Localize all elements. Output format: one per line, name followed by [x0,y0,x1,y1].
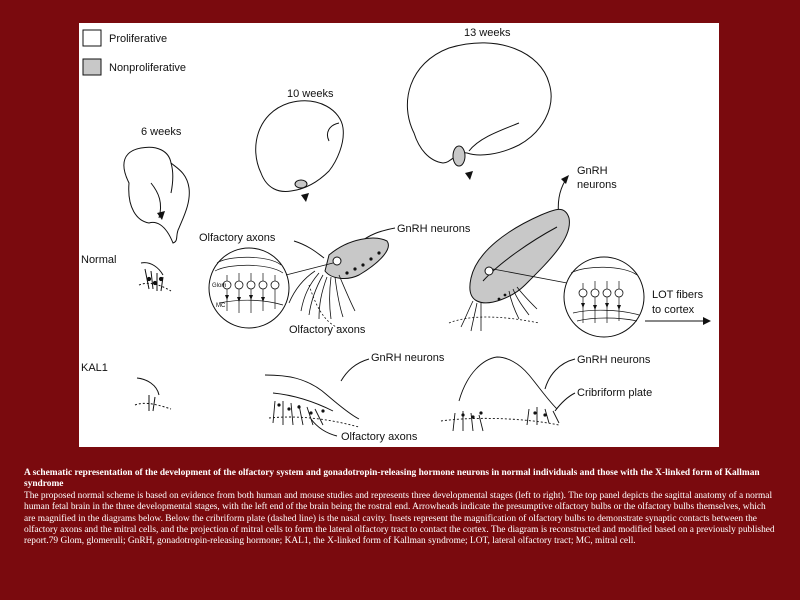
normal-13-weeks-inner-line [482,226,558,282]
legend: Proliferative Nonproliferative [82,29,186,76]
arrowhead-13-weeks [465,171,473,180]
kal1-10-weeks-dots [277,403,325,415]
stage-label-13-weeks: 13 weeks [464,27,511,39]
caption-title: A schematic representation of the develo… [24,468,760,490]
arrowhead-6-weeks [157,211,165,220]
inset-left-connector [285,262,334,276]
normal-10-weeks-bulb-marker [332,256,342,266]
arrowhead-10-weeks [301,193,309,202]
row-label-kal1: KAL1 [81,362,108,374]
label-gnrh-neurons-right-line2: neurons [577,179,617,191]
caption-body: The proposed normal scheme is based on e… [24,490,775,547]
brain-10-weeks [255,100,344,192]
olfactory-development-diagram: Proliferative Nonproliferative 6 weeks 1… [81,27,711,443]
pointer-kal-gnrh-neurons-mid [340,358,370,382]
legend-swatch-proliferative [82,29,102,47]
label-mc: MC [216,303,226,309]
figure-panel: Proliferative Nonproliferative 6 weeks 1… [79,23,719,447]
kal1-6-weeks-bulb [134,377,172,412]
label-lot-fibers-line1: LOT fibers [652,289,704,301]
label-kal-gnrh-neurons-mid: GnRH neurons [371,352,445,364]
pointer-cribriform-plate [554,392,576,412]
inset-left: Glom MC [208,247,290,329]
legend-label-proliferative: Proliferative [109,33,167,45]
pointer-kal-gnrh-neurons-right [544,358,576,390]
legend-swatch-nonproliferative [82,58,102,76]
normal-6-weeks-bulb [138,262,172,292]
label-gnrh-neurons-right-line1: GnRH [577,165,608,177]
label-cribriform-plate: Cribriform plate [577,387,652,399]
kal1-13-weeks [440,356,560,432]
label-kal-olfactory-axons: Olfactory axons [341,431,418,443]
label-olfactory-axons-mid: Olfactory axons [289,324,366,336]
pointer-olfactory-axons-top [293,240,325,259]
normal-10-weeks-axons [288,270,356,330]
olfactory-bulb-13-weeks [452,145,466,167]
legend-label-nonproliferative: Nonproliferative [109,62,186,74]
stage-label-6-weeks: 6 weeks [141,126,182,138]
brain-13-weeks [406,42,552,164]
arrowhead-lot-fibers [703,317,711,325]
olfactory-bulb-10-weeks [294,179,308,189]
label-gnrh-neurons-top: GnRH neurons [397,223,471,235]
pointer-kal-olfactory-axons [310,418,338,437]
inset-right [563,256,645,338]
inset-right-connector [492,268,568,284]
normal-13-weeks-marker [484,266,494,276]
normal-10-weeks-gnrh-dots [345,251,381,275]
stage-label-10-weeks: 10 weeks [287,88,334,100]
normal-13-weeks-dots [497,293,507,301]
normal-10-weeks-bulb [324,237,389,279]
label-glom: Glom [212,283,226,289]
figure-caption: A schematic representation of the develo… [24,468,776,548]
normal-13-weeks-axons [448,286,540,332]
kal1-10-weeks [264,374,360,428]
label-lot-fibers-line2: to cortex [652,304,695,316]
arrowhead-gnrh-neurons-right [561,175,569,184]
label-olfactory-axons-top: Olfactory axons [199,232,276,244]
label-kal-gnrh-neurons-right: GnRH neurons [577,354,651,366]
kal1-13-weeks-dots [461,411,547,419]
brain-6-weeks [123,146,190,244]
row-label-normal: Normal [81,254,116,266]
normal-13-weeks-gnrh-region [469,208,570,304]
